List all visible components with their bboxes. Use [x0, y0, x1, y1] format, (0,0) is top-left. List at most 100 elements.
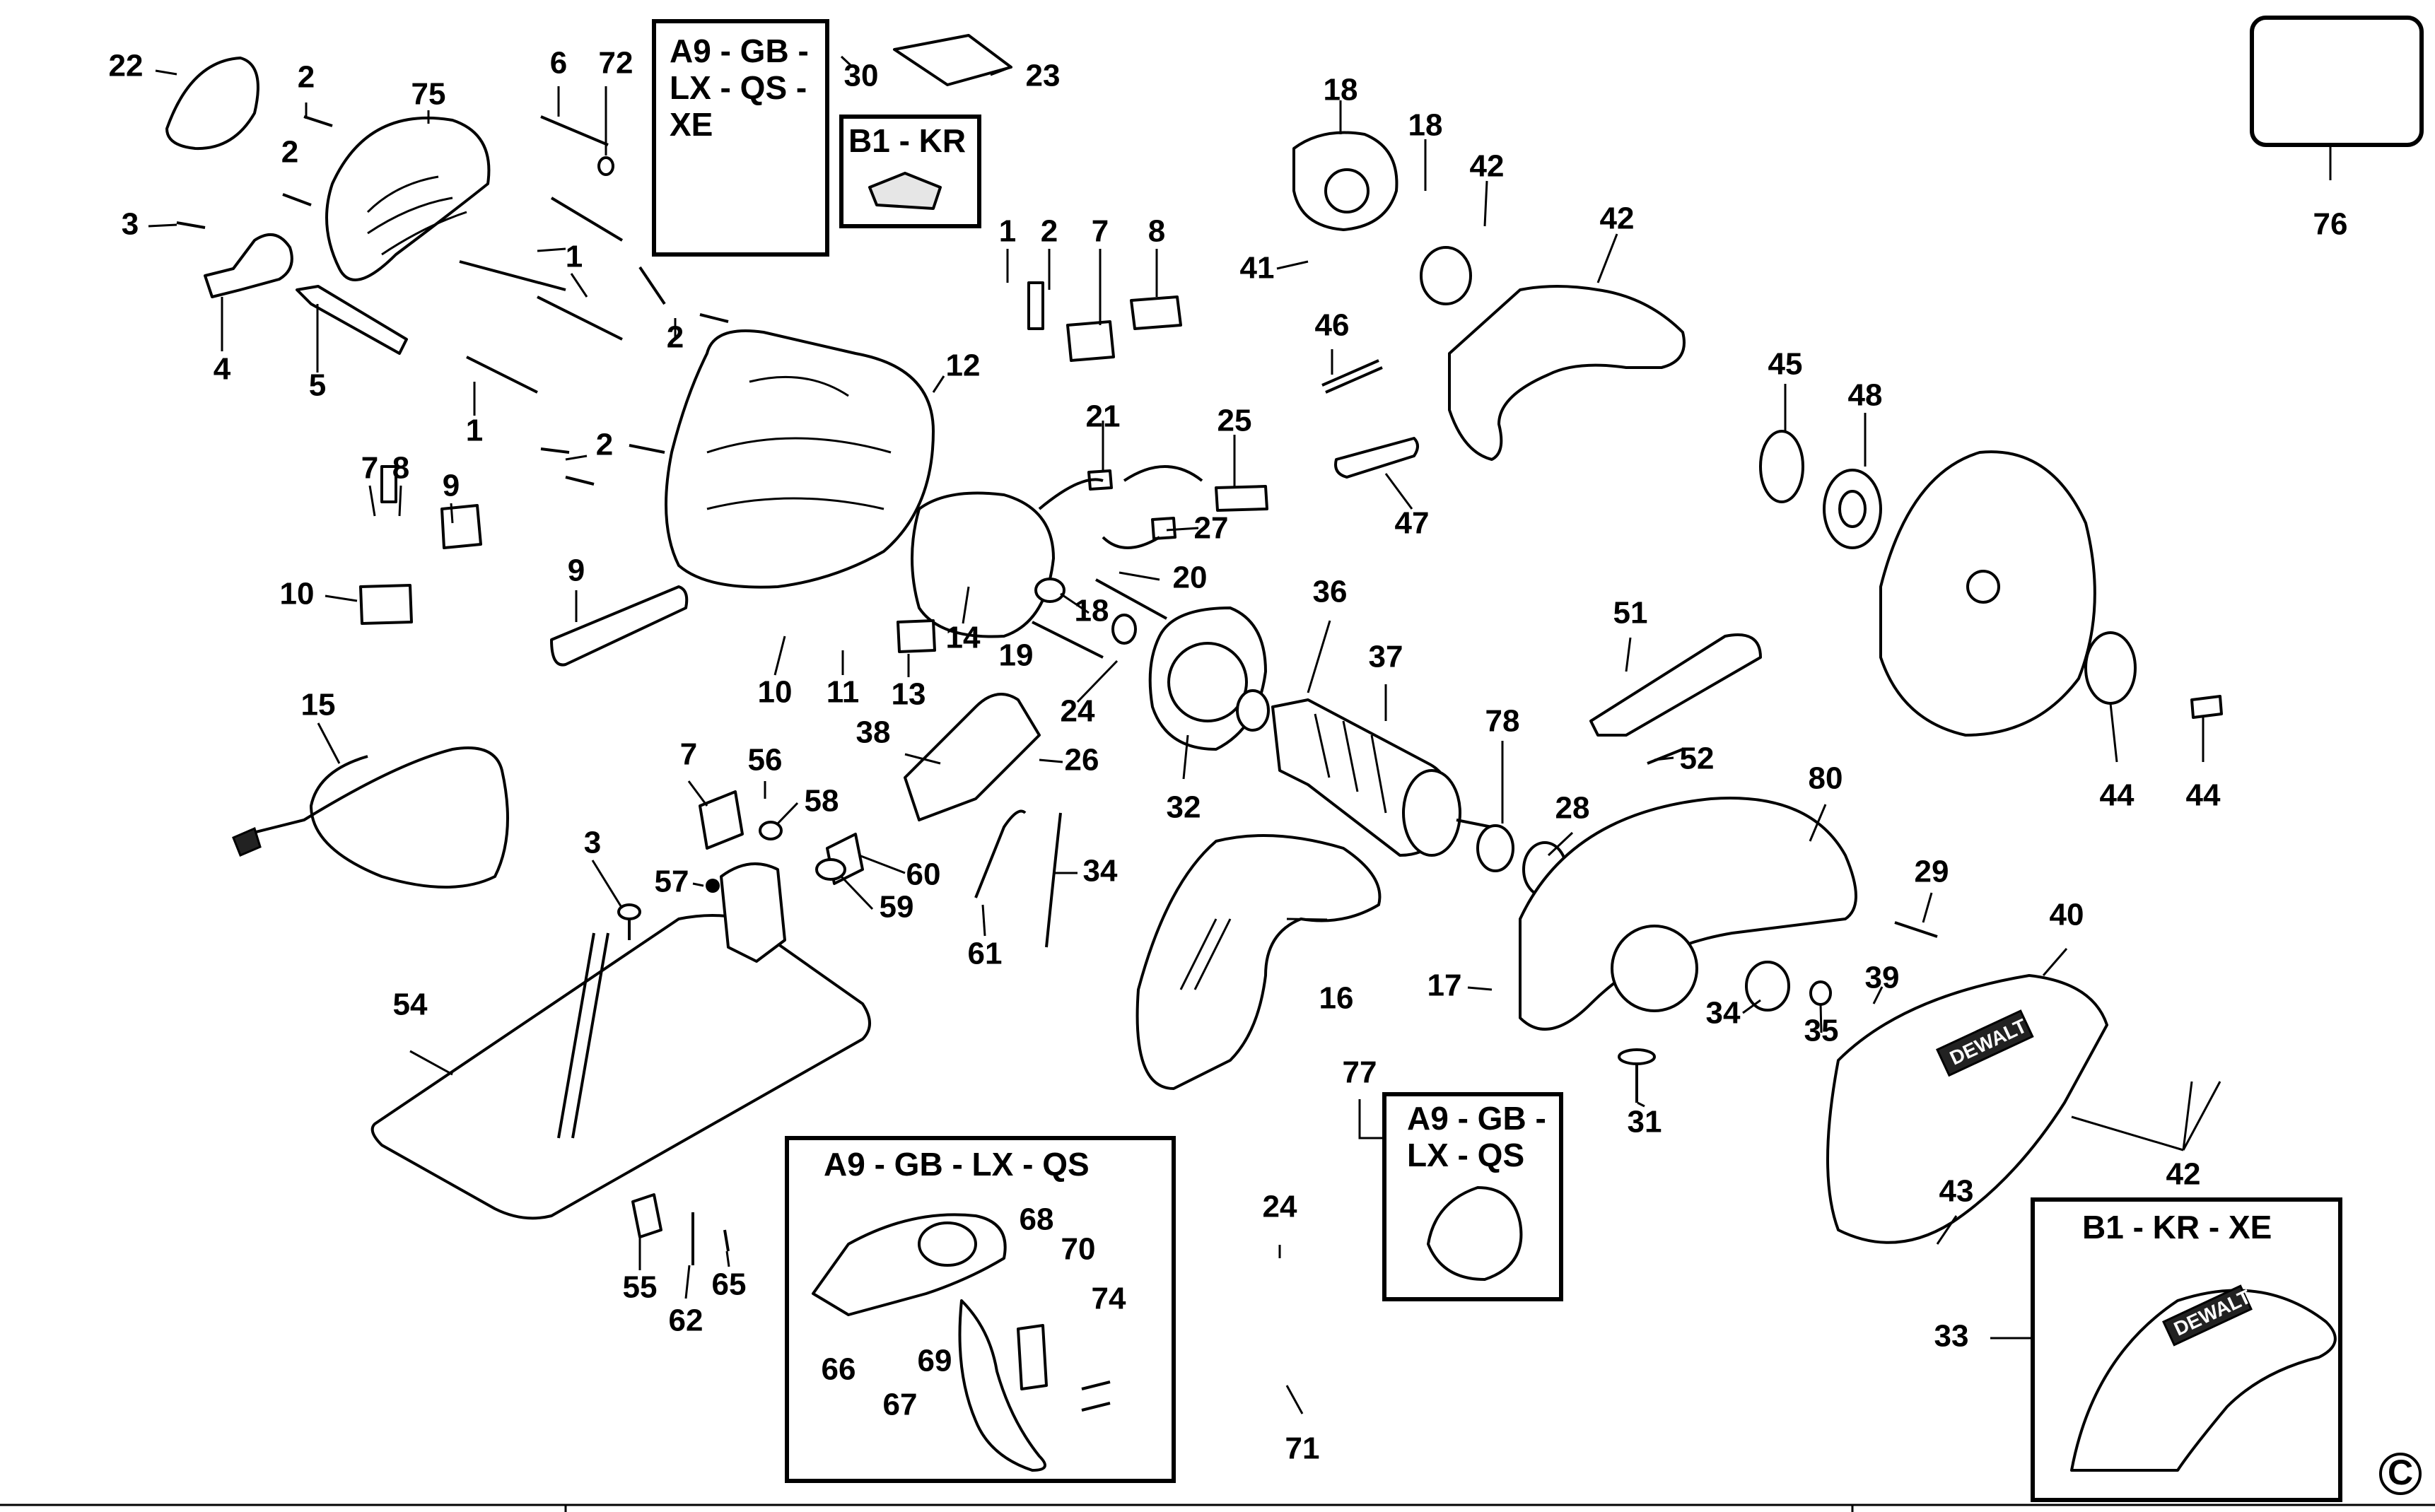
callout-80: 78 — [1485, 704, 1520, 739]
callout-27: 25 — [1218, 404, 1252, 438]
callout-74: 69 — [918, 1344, 952, 1378]
part-drawings: DEWALT — [165, 34, 2398, 1265]
variant-box-motor-boot: A9 - GB - LX - QS - XE — [652, 19, 829, 257]
callout-46: 42 — [1470, 149, 1505, 184]
callout-23: 23 — [1026, 59, 1061, 93]
callout-24: 19 — [999, 638, 1034, 673]
variant-box-line: B1 - KR - XE — [2082, 1209, 2272, 1246]
callout-34: 17 — [1427, 968, 1462, 1003]
callout-2: 2 — [298, 60, 315, 95]
variant-box-dust-port: A9 - GB - LX - QS — [1382, 1092, 1563, 1301]
variant-box-accessory-800 — [2250, 16, 2424, 147]
callout-32: 80 — [1809, 761, 1843, 796]
callout-42: 39 — [1865, 961, 1900, 995]
callout-75: 75 — [411, 77, 446, 112]
callout-66: 62 — [669, 1303, 703, 1338]
callout-2: 2 — [596, 428, 613, 462]
callout-51: 45 — [1768, 347, 1803, 382]
callout-40: 35 — [1804, 1014, 1839, 1048]
callout-38: 29 — [1915, 855, 1949, 889]
callout-5: 5 — [309, 368, 326, 403]
callout-36: 51 — [1613, 596, 1648, 631]
callout-68: 66 — [822, 1352, 856, 1387]
callout-42: 18 — [1408, 108, 1443, 143]
callout-9: 7 — [1092, 214, 1109, 249]
callout-39: 34 — [1706, 996, 1741, 1031]
callout-42: 41 — [1240, 251, 1275, 286]
callout-47: 42 — [1600, 201, 1635, 236]
callout-18: 27 — [1194, 511, 1229, 546]
callout-41: 18 — [1324, 73, 1358, 107]
callout-44: 42 — [2166, 1157, 2201, 1192]
footer: C — [0, 1453, 2435, 1512]
callout-1: 1 — [566, 240, 583, 274]
callout-12: 12 — [946, 348, 981, 383]
callout-48: 47 — [1395, 506, 1430, 541]
callout-6: 6 — [550, 46, 567, 81]
callout-72: 72 — [599, 46, 633, 81]
callout-13: 10 — [758, 675, 793, 710]
callout-35: 31 — [1628, 1105, 1662, 1139]
callout-29: 28 — [1555, 791, 1590, 826]
variant-box-line: XE — [670, 106, 713, 143]
variant-box-riving-knife: A9 - GB - LX - QS — [785, 1136, 1176, 1483]
copyright-mark: C — [2388, 1453, 2413, 1492]
callout-800: 76 — [2313, 207, 2348, 242]
callout-2: 2 — [667, 320, 684, 355]
callout-numbers: 22 2 75 6 72 30 23 3 1 2 4 5 1 2 2 7 8 9… — [109, 46, 2348, 1466]
callout-65: 55 — [623, 1270, 658, 1305]
callout-4: 4 — [214, 352, 231, 387]
variant-box-line: A9 - GB - LX - QS — [824, 1146, 1090, 1183]
callout-44: 43 — [1939, 1174, 1974, 1209]
variant-box-line: B1 - KR — [848, 122, 966, 159]
callout-14: 11 — [827, 675, 860, 710]
callout-15: 38 — [856, 715, 891, 750]
callout-77: 24 — [1263, 1190, 1297, 1224]
variant-box-line: A9 - GB - — [1407, 1100, 1546, 1137]
callout-9: 9 — [443, 469, 460, 503]
variant-box-line: A9 - GB - — [670, 33, 809, 69]
callout-33: 77 — [1343, 1055, 1377, 1090]
callout-18: 21 — [1086, 399, 1121, 434]
callout-17: 34 — [1083, 854, 1118, 889]
callout-2: 2 — [281, 135, 298, 170]
callout-8: 2 — [1041, 214, 1058, 249]
callout-61: 60 — [906, 857, 941, 892]
callout-8: 8 — [392, 451, 409, 486]
callout-67: 65 — [712, 1267, 747, 1302]
callout-58: 7 — [680, 737, 697, 772]
callout-60: 3 — [584, 826, 601, 860]
callout-54: 44 — [2100, 778, 2135, 813]
variant-box-b1-kr: B1 - KR — [839, 115, 981, 228]
callout-52: 48 — [1848, 378, 1883, 413]
callout-3: 56 — [748, 743, 783, 778]
callout-59: 57 — [655, 865, 689, 899]
callout-7: 7 — [361, 451, 378, 486]
callout-21: 24 — [1061, 694, 1095, 729]
callout-69: 67 — [883, 1388, 918, 1422]
callout-19: 14 — [946, 621, 981, 655]
callout-71: 74 — [1092, 1282, 1126, 1316]
variant-box-upper-guard: B1 - KR - XE DEWALT — [2031, 1197, 2342, 1502]
callout-25: 20 — [1173, 561, 1208, 595]
callout-20: 18 — [1075, 594, 1109, 628]
variant-box-line: LX - QS - — [670, 69, 807, 106]
callout-78: 36 — [1313, 575, 1348, 609]
callout-7: 1 — [999, 214, 1016, 249]
variant-box-line: LX - QS — [1407, 1137, 1524, 1173]
callout-30: 30 — [844, 59, 879, 93]
callout-24: 70 — [1061, 1232, 1096, 1267]
callout-32: 33 — [1934, 1319, 1969, 1354]
callout-34: 59 — [880, 890, 914, 925]
callout-31: 16 — [1319, 981, 1354, 1016]
callout-10: 10 — [280, 577, 315, 611]
callout-1: 1 — [466, 414, 483, 448]
callout-28: 37 — [1369, 640, 1403, 674]
callout-76: 71 — [1285, 1431, 1320, 1466]
callout-3: 3 — [122, 207, 139, 242]
callout-7: 26 — [1065, 743, 1099, 778]
callout-18: 13 — [892, 677, 926, 712]
callout-55: 44 — [2186, 778, 2221, 813]
copyright-icon — [2379, 1453, 2422, 1495]
